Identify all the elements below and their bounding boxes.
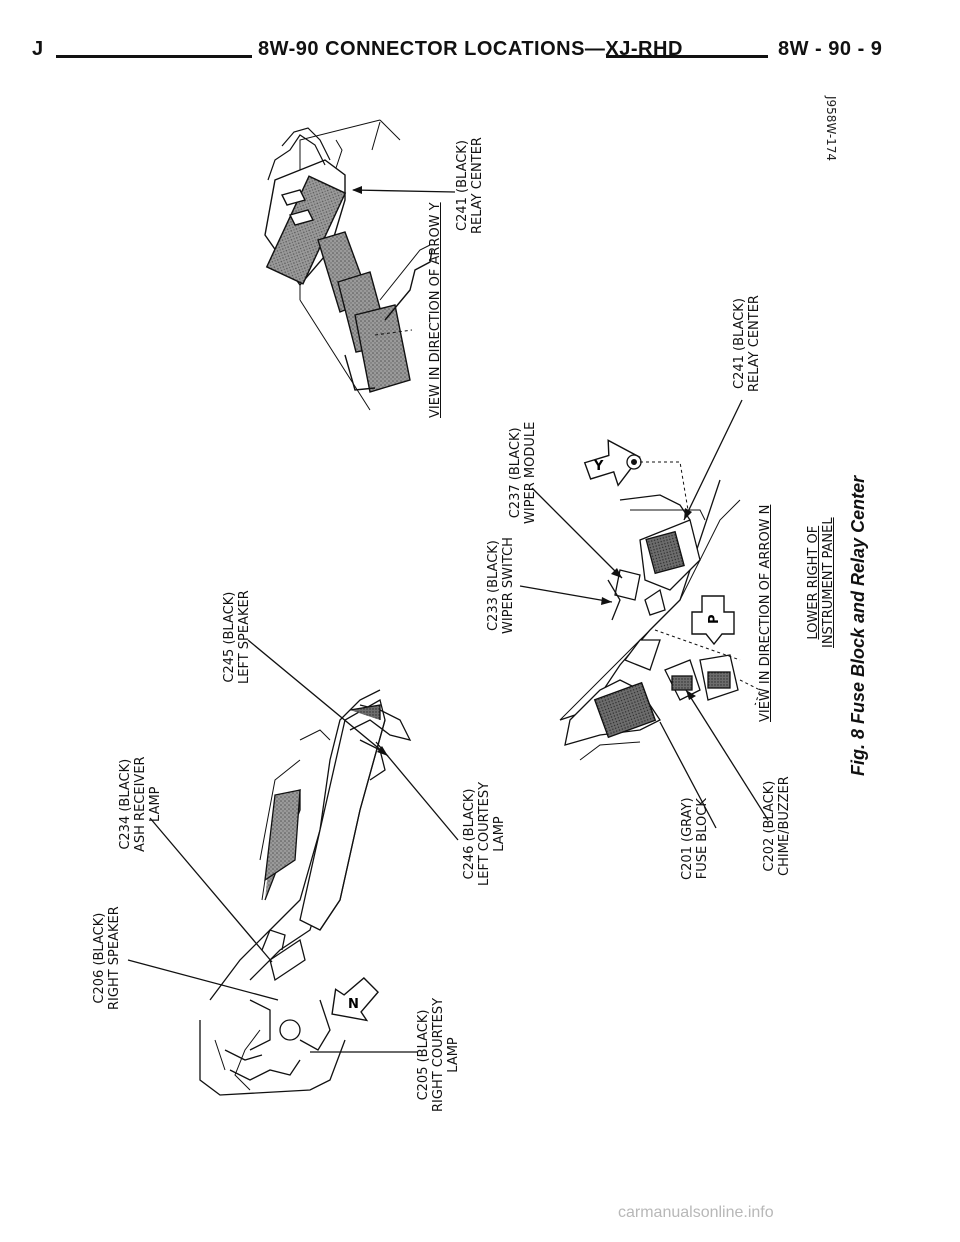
label-c205: C205 (BLACK) RIGHT COURTESY LAMP [416, 997, 461, 1112]
leader-c237 [531, 487, 623, 579]
label-c237: C237 (BLACK) WIPER MODULE [508, 421, 538, 524]
leader-c206 [127, 959, 279, 1001]
leader-c233 [519, 585, 613, 603]
page-number: 8W - 90 - 9 [778, 38, 883, 60]
label-view-arrow-y: VIEW IN DIRECTION OF ARROW Y [428, 202, 443, 418]
header-rule-left [56, 55, 252, 58]
leader-c245 [247, 639, 389, 757]
label-c233: C233 (BLACK) WIPER SWITCH [486, 537, 516, 634]
label-lower-right-instrument-panel: LOWER RIGHT OF INSTRUMENT PANEL [806, 517, 836, 648]
figure-caption: Fig. 8 Fuse Block and Relay Center [848, 475, 868, 776]
label-c246: C246 (BLACK) LEFT COURTESY LAMP [462, 781, 507, 886]
arrow-y-icon [583, 439, 641, 487]
relay-center-detail-view [264, 119, 433, 411]
label-c201: C201 (GRAY) FUSE BLOCK [680, 797, 710, 880]
leader-c246 [375, 741, 459, 841]
arrow-n-letter: N [348, 997, 359, 1012]
instrument-panel-view [199, 689, 412, 1096]
label-c202: C202 (BLACK) CHIME/BUZZER [762, 776, 792, 876]
header-letter: J [32, 38, 44, 60]
leader-c234 [149, 817, 273, 963]
figure-id: J958W-174 [824, 96, 838, 162]
label-c241-mid: C241 (BLACK) RELAY CENTER [732, 295, 762, 392]
arrow-y-letter: Y [593, 459, 604, 474]
label-c241-top: C241 (BLACK) RELAY CENTER [455, 137, 485, 234]
leader-c241-top [352, 189, 456, 193]
arrow-p-letter: P [707, 614, 722, 624]
leader-c241-mid [683, 399, 743, 521]
watermark: carmanualsonline.info [618, 1204, 774, 1221]
leader-c202 [685, 689, 769, 821]
label-c206: C206 (BLACK) RIGHT SPEAKER [92, 906, 122, 1010]
leader-c201 [659, 721, 717, 829]
arrow-p-icon [691, 595, 735, 646]
label-view-arrow-n: VIEW IN DIRECTION OF ARROW N [758, 504, 773, 722]
header-title: 8W-90 CONNECTOR LOCATIONS—XJ-RHD [258, 38, 683, 60]
label-c234: C234 (BLACK) ASH RECEIVER LAMP [118, 756, 163, 852]
header-rule-right [606, 55, 768, 58]
fuse-block-relay-view [559, 479, 761, 761]
arrow-n-icon [331, 977, 379, 1022]
page-header: J 8W-90 CONNECTOR LOCATIONS—XJ-RHD 8W - … [0, 0, 960, 110]
label-c245: C245 (BLACK) LEFT SPEAKER [222, 590, 252, 684]
